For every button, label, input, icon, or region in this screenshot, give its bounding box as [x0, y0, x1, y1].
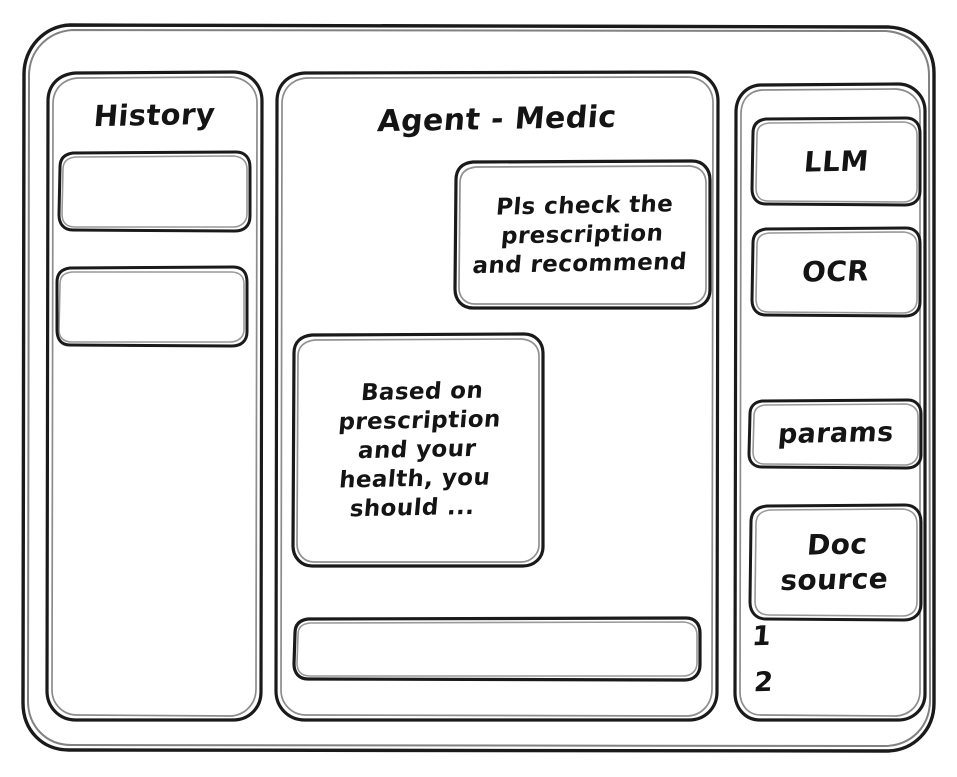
- tool-params-label: params: [776, 416, 896, 451]
- tool-doc-source-label: Doc source: [779, 527, 890, 598]
- tool-llm[interactable]: LLM: [752, 118, 920, 205]
- assistant-message-bubble: Based on prescription and your health, y…: [291, 334, 543, 566]
- tool-ocr[interactable]: OCR: [752, 228, 920, 316]
- assistant-message-text: Based on prescription and your health, y…: [337, 377, 502, 522]
- doc-source-ref-2[interactable]: 2: [752, 664, 794, 702]
- history-list-item[interactable]: [60, 152, 250, 230]
- history-list-item[interactable]: [57, 267, 246, 346]
- user-message-text: Pls check the prescription and recommend: [471, 190, 689, 279]
- tool-llm-label: LLM: [802, 144, 870, 179]
- doc-source-ref-label: 1: [750, 620, 773, 653]
- message-input[interactable]: [294, 618, 700, 680]
- doc-source-ref-1[interactable]: 1: [750, 618, 792, 656]
- tool-params[interactable]: params: [752, 400, 920, 468]
- doc-source-ref-label: 2: [752, 666, 775, 699]
- tool-doc-source[interactable]: Doc source: [752, 504, 920, 620]
- history-title: History: [92, 96, 217, 133]
- page-title: Agent - Medic: [376, 99, 619, 140]
- user-message-bubble: Pls check the prescription and recommend: [455, 161, 710, 309]
- tool-ocr-label: OCR: [801, 254, 871, 290]
